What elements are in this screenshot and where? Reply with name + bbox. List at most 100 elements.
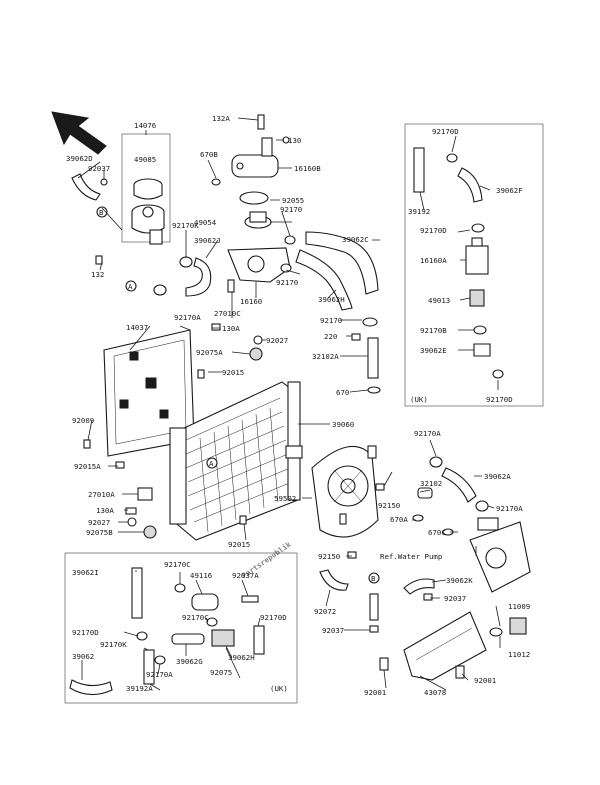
label-27010a: 27010A [88, 490, 115, 499]
label-92170-1: 92170 [280, 205, 302, 214]
pipe-39192a [143, 649, 155, 685]
hose-39062h [295, 249, 353, 311]
thermostat-housing-16160 [227, 247, 291, 293]
label-11009: 11009 [508, 602, 530, 611]
gasket-11012 [489, 627, 503, 637]
label-92009: 92009 [72, 416, 94, 425]
o-ring-670a [412, 514, 424, 522]
label-92150-b: 92150 [318, 552, 340, 561]
clamp-92170d-1 [446, 153, 458, 163]
label-marker-a2: A [209, 459, 214, 468]
nut-92027-b [127, 517, 137, 527]
thermostat-49054 [244, 211, 272, 229]
label-39062k: 39062K [446, 576, 473, 585]
label-92015a: 92015A [74, 462, 101, 471]
label-39062j: 39062J [194, 236, 221, 245]
label-92170a-3: 92170A [414, 429, 441, 438]
label-39062a: 39062A [484, 472, 511, 481]
label-670a: 670A [390, 515, 408, 524]
hose-39062f [457, 167, 483, 203]
label-32102: 32102 [420, 479, 442, 488]
label-59502: 59502 [274, 494, 296, 503]
label-92037-b: 92037 [444, 594, 466, 603]
label-39062e: 39062E [420, 346, 447, 355]
clamp-92170d-2 [471, 223, 485, 233]
label-ref-water-pump: Ref.Water Pump [380, 552, 442, 561]
fan-59502 [311, 445, 379, 538]
hose-39062 [69, 679, 113, 696]
cap-11009 [509, 617, 527, 635]
label-670c: 670C [428, 528, 446, 537]
clip-92015 [197, 369, 205, 379]
label-92150-a: 92150 [378, 501, 400, 510]
label-92170c: 92170C [164, 560, 191, 569]
label-670b: 670B [200, 150, 218, 159]
bolt-92150-a [375, 483, 385, 491]
label-39062i: 39062I [72, 568, 99, 577]
label-marker-a1: A [128, 282, 133, 291]
label-92037-a: 92037 [88, 164, 110, 173]
filter-49013 [469, 289, 485, 307]
pipe-b2 [369, 593, 379, 621]
bolt-132 [95, 255, 103, 265]
stay-27010a [137, 487, 153, 501]
uk-box-right [404, 123, 544, 407]
label-92170-2: 92170 [276, 278, 298, 287]
reservoir-43078 [403, 611, 487, 681]
label-43078: 43078 [424, 688, 446, 697]
arrow-up-left-icon [51, 111, 107, 155]
label-16160b: 16160B [294, 164, 321, 173]
label-39062h: 39062H [318, 295, 345, 304]
label-39062: 39062 [72, 652, 94, 661]
label-92170k: 92170K [172, 221, 199, 230]
label-16160: 16160 [240, 297, 262, 306]
label-32102a: 32102A [312, 352, 339, 361]
label-92037a: 92037A [232, 571, 259, 580]
clip-92037-b [423, 593, 433, 601]
label-39062f: 39062F [496, 186, 523, 195]
bolt-92001-b [455, 665, 465, 679]
label-marker-b2: B [371, 574, 376, 583]
clamp-92170d-4 [136, 631, 148, 641]
label-39192a: 39192A [126, 684, 153, 693]
grommet-92075b [143, 525, 157, 539]
nut-92027 [253, 335, 263, 345]
clamp-92170c-2 [206, 617, 218, 627]
clip-92015-b [239, 515, 247, 525]
valve-49116 [191, 593, 219, 611]
label-49116: 49116 [190, 571, 212, 580]
clip-92037a [241, 595, 259, 603]
label-130a-b: 130A [96, 506, 114, 515]
marker-b1 [96, 206, 108, 218]
label-39060: 39060 [332, 420, 354, 429]
label-670: 670 [336, 388, 349, 397]
label-49054: 49054 [194, 218, 217, 227]
label-14076: 14076 [134, 121, 156, 130]
label-49013: 49013 [428, 296, 450, 305]
label-220: 220 [324, 332, 337, 341]
bolt-92001-a [379, 657, 389, 671]
label-92072: 92072 [314, 607, 336, 616]
radiator-screen-14037 [103, 329, 195, 457]
label-92027-a: 92027 [266, 336, 288, 345]
uk-box-bottom [64, 552, 298, 704]
label-49085: 49085 [134, 155, 156, 164]
label-92001-a: 92001 [364, 688, 386, 697]
label-16160a: 16160A [420, 256, 447, 265]
clamp-92170c [174, 583, 186, 593]
label-92170a: 92170A [174, 313, 201, 322]
label-92170-b: 92170 [320, 316, 342, 325]
bolt-92009 [83, 439, 91, 449]
clamp-92170a-3 [429, 456, 443, 468]
clamp-92170b-2 [473, 325, 487, 335]
label-130a: 130A [222, 324, 240, 333]
clamp-92170-2 [280, 263, 292, 273]
label-92015-b: 92015 [228, 540, 250, 549]
bolt-130a [211, 323, 221, 331]
hose-39062c [305, 231, 379, 295]
bolt-130a-b [125, 507, 137, 515]
label-39062d: 39062D [66, 154, 93, 163]
filler-neck [131, 178, 165, 245]
label-92037-c: 92037 [322, 626, 344, 635]
